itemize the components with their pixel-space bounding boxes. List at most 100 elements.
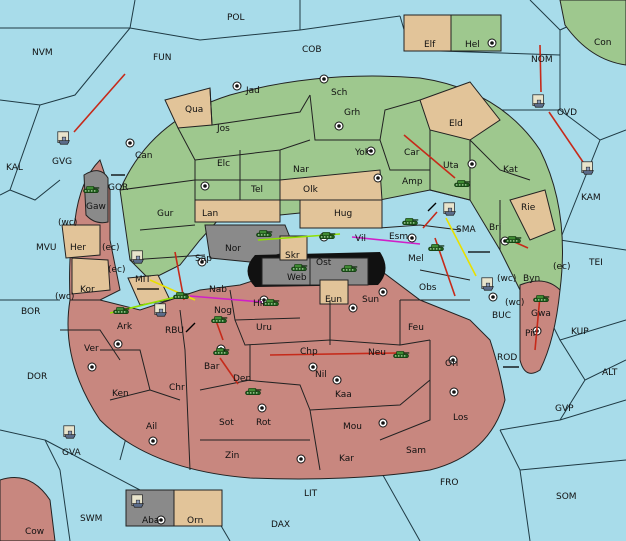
province-nab[interactable] bbox=[127, 274, 171, 306]
sea-label-swm: SWM bbox=[80, 514, 102, 524]
coast-tag: (ec) bbox=[102, 243, 120, 253]
land-label-amp: Amp bbox=[402, 177, 423, 187]
land-label-can: Can bbox=[135, 151, 153, 161]
land-label-vil: Vil bbox=[355, 234, 366, 244]
land-label-her: Her bbox=[70, 243, 86, 253]
land-label-ark: Ark bbox=[117, 322, 133, 332]
ship-icon bbox=[131, 494, 144, 508]
land-label-esm: Esm bbox=[389, 232, 408, 242]
order-arrow bbox=[73, 73, 126, 133]
land-label-nil: Nil bbox=[315, 370, 327, 380]
land-label-sch: Sch bbox=[331, 88, 347, 98]
sea-label-dor: DOR bbox=[27, 372, 47, 382]
inner-borders bbox=[60, 87, 531, 471]
supply-center-dot bbox=[378, 287, 388, 297]
sea-label-pol: POL bbox=[227, 13, 245, 23]
order-arrow bbox=[422, 211, 438, 229]
ship-icon bbox=[131, 250, 144, 264]
land-label-obs: Obs bbox=[419, 283, 437, 293]
supply-center-dot bbox=[296, 454, 306, 464]
order-arrow bbox=[269, 352, 398, 356]
supply-center-dot bbox=[448, 355, 458, 365]
land-label-car: Car bbox=[404, 148, 420, 158]
province-gaw[interactable] bbox=[83, 170, 109, 224]
province-rie[interactable] bbox=[509, 189, 556, 241]
sea-label-rbu: RBU bbox=[165, 326, 184, 336]
province-gwa[interactable] bbox=[519, 280, 561, 374]
province-eld[interactable] bbox=[419, 81, 501, 141]
supply-center-dot bbox=[319, 74, 329, 84]
land-label-skr: Skr bbox=[285, 251, 300, 261]
land-label-kaa: Kaa bbox=[335, 390, 352, 400]
sea-label-gva: GVA bbox=[62, 448, 82, 458]
land-label-ost: Ost bbox=[316, 258, 332, 268]
sea-labels: POL NVM FUN COB NOM KAL GVG OVD KAM GOR … bbox=[6, 13, 618, 530]
sea-label-kam: KAM bbox=[581, 193, 601, 203]
land-label-hel: Hel bbox=[465, 40, 480, 50]
ship-icon bbox=[532, 94, 545, 108]
canal-arrows bbox=[111, 174, 519, 368]
province-her[interactable] bbox=[61, 224, 101, 259]
sea-label-kal: KAL bbox=[6, 163, 23, 173]
land-label-hug: Hug bbox=[334, 209, 352, 219]
order-arrow bbox=[189, 295, 263, 303]
supply-center-dot bbox=[373, 173, 383, 183]
land-label-nab: Nab bbox=[209, 285, 227, 295]
coast-tag: (wc) bbox=[58, 218, 77, 228]
land-label-zin: Zin bbox=[225, 451, 239, 461]
supply-center-dot bbox=[467, 159, 477, 169]
sea-label-mvu: MVU bbox=[36, 243, 57, 253]
supply-center-dot bbox=[156, 515, 166, 525]
province-orn[interactable] bbox=[173, 489, 223, 527]
supply-center-dot bbox=[488, 292, 498, 302]
sea-label-cob: COB bbox=[302, 45, 322, 55]
land-label-bri: Bri bbox=[489, 223, 501, 233]
supply-center-dot bbox=[366, 146, 376, 156]
ship-icon bbox=[63, 425, 76, 439]
land-label-kar: Kar bbox=[339, 454, 354, 464]
coast-tag: (ec) bbox=[553, 262, 571, 272]
order-arrow bbox=[548, 111, 584, 163]
sea-label-gvp: GVP bbox=[555, 404, 574, 414]
sea-label-kup: KUP bbox=[571, 327, 589, 337]
ship-icon bbox=[57, 131, 70, 145]
supply-center-dot bbox=[125, 138, 135, 148]
land-label-mou: Mou bbox=[343, 422, 362, 432]
supply-center-dot bbox=[407, 233, 417, 243]
ship-icon bbox=[581, 161, 594, 175]
supply-center-dot bbox=[378, 418, 388, 428]
land-label-den: Den bbox=[233, 374, 251, 384]
land-label-mel: Mel bbox=[408, 254, 424, 264]
land-label-ken: Ken bbox=[112, 389, 129, 399]
land-label-jos: Jos bbox=[216, 124, 230, 134]
double-arrow-icon bbox=[185, 322, 196, 333]
province-kor[interactable] bbox=[71, 257, 111, 295]
province-ost[interactable] bbox=[309, 257, 369, 286]
sea-label-lit: LIT bbox=[304, 489, 318, 499]
sea-label-nom: NOM bbox=[531, 55, 553, 65]
land-label-byn: Byn bbox=[523, 274, 540, 284]
land-labels: Con Elf Hel Cow Aba Orn Jad Sch Qua Jos … bbox=[25, 38, 612, 537]
land-label-con: Con bbox=[594, 38, 612, 48]
land-label-yok: Yok bbox=[354, 148, 371, 158]
land-label-sap: Sap bbox=[195, 254, 212, 264]
land-label-feu: Feu bbox=[408, 323, 424, 333]
province-cow[interactable] bbox=[0, 477, 56, 541]
sea-label-som: SOM bbox=[556, 492, 577, 502]
coast-tag: (wc) bbox=[505, 298, 524, 308]
land-label-chr: Chr bbox=[169, 383, 185, 393]
supply-center-dot bbox=[148, 436, 158, 446]
sea-label-alt: ALT bbox=[602, 368, 618, 378]
province-lan[interactable] bbox=[194, 199, 281, 223]
land-label-neu: Neu bbox=[368, 348, 386, 358]
land-label-ver: Ver bbox=[84, 344, 99, 354]
province-skr[interactable] bbox=[279, 235, 308, 261]
sea-label-sma: SMA bbox=[456, 225, 476, 235]
southern-region bbox=[67, 269, 506, 480]
land-label-gur: Gur bbox=[157, 209, 174, 219]
land-label-chp: Chp bbox=[300, 347, 318, 357]
province-eun[interactable] bbox=[319, 279, 349, 305]
land-label-ail: Ail bbox=[146, 422, 157, 432]
land-label-elf: Elf bbox=[424, 40, 436, 50]
order-arrow bbox=[351, 236, 421, 245]
